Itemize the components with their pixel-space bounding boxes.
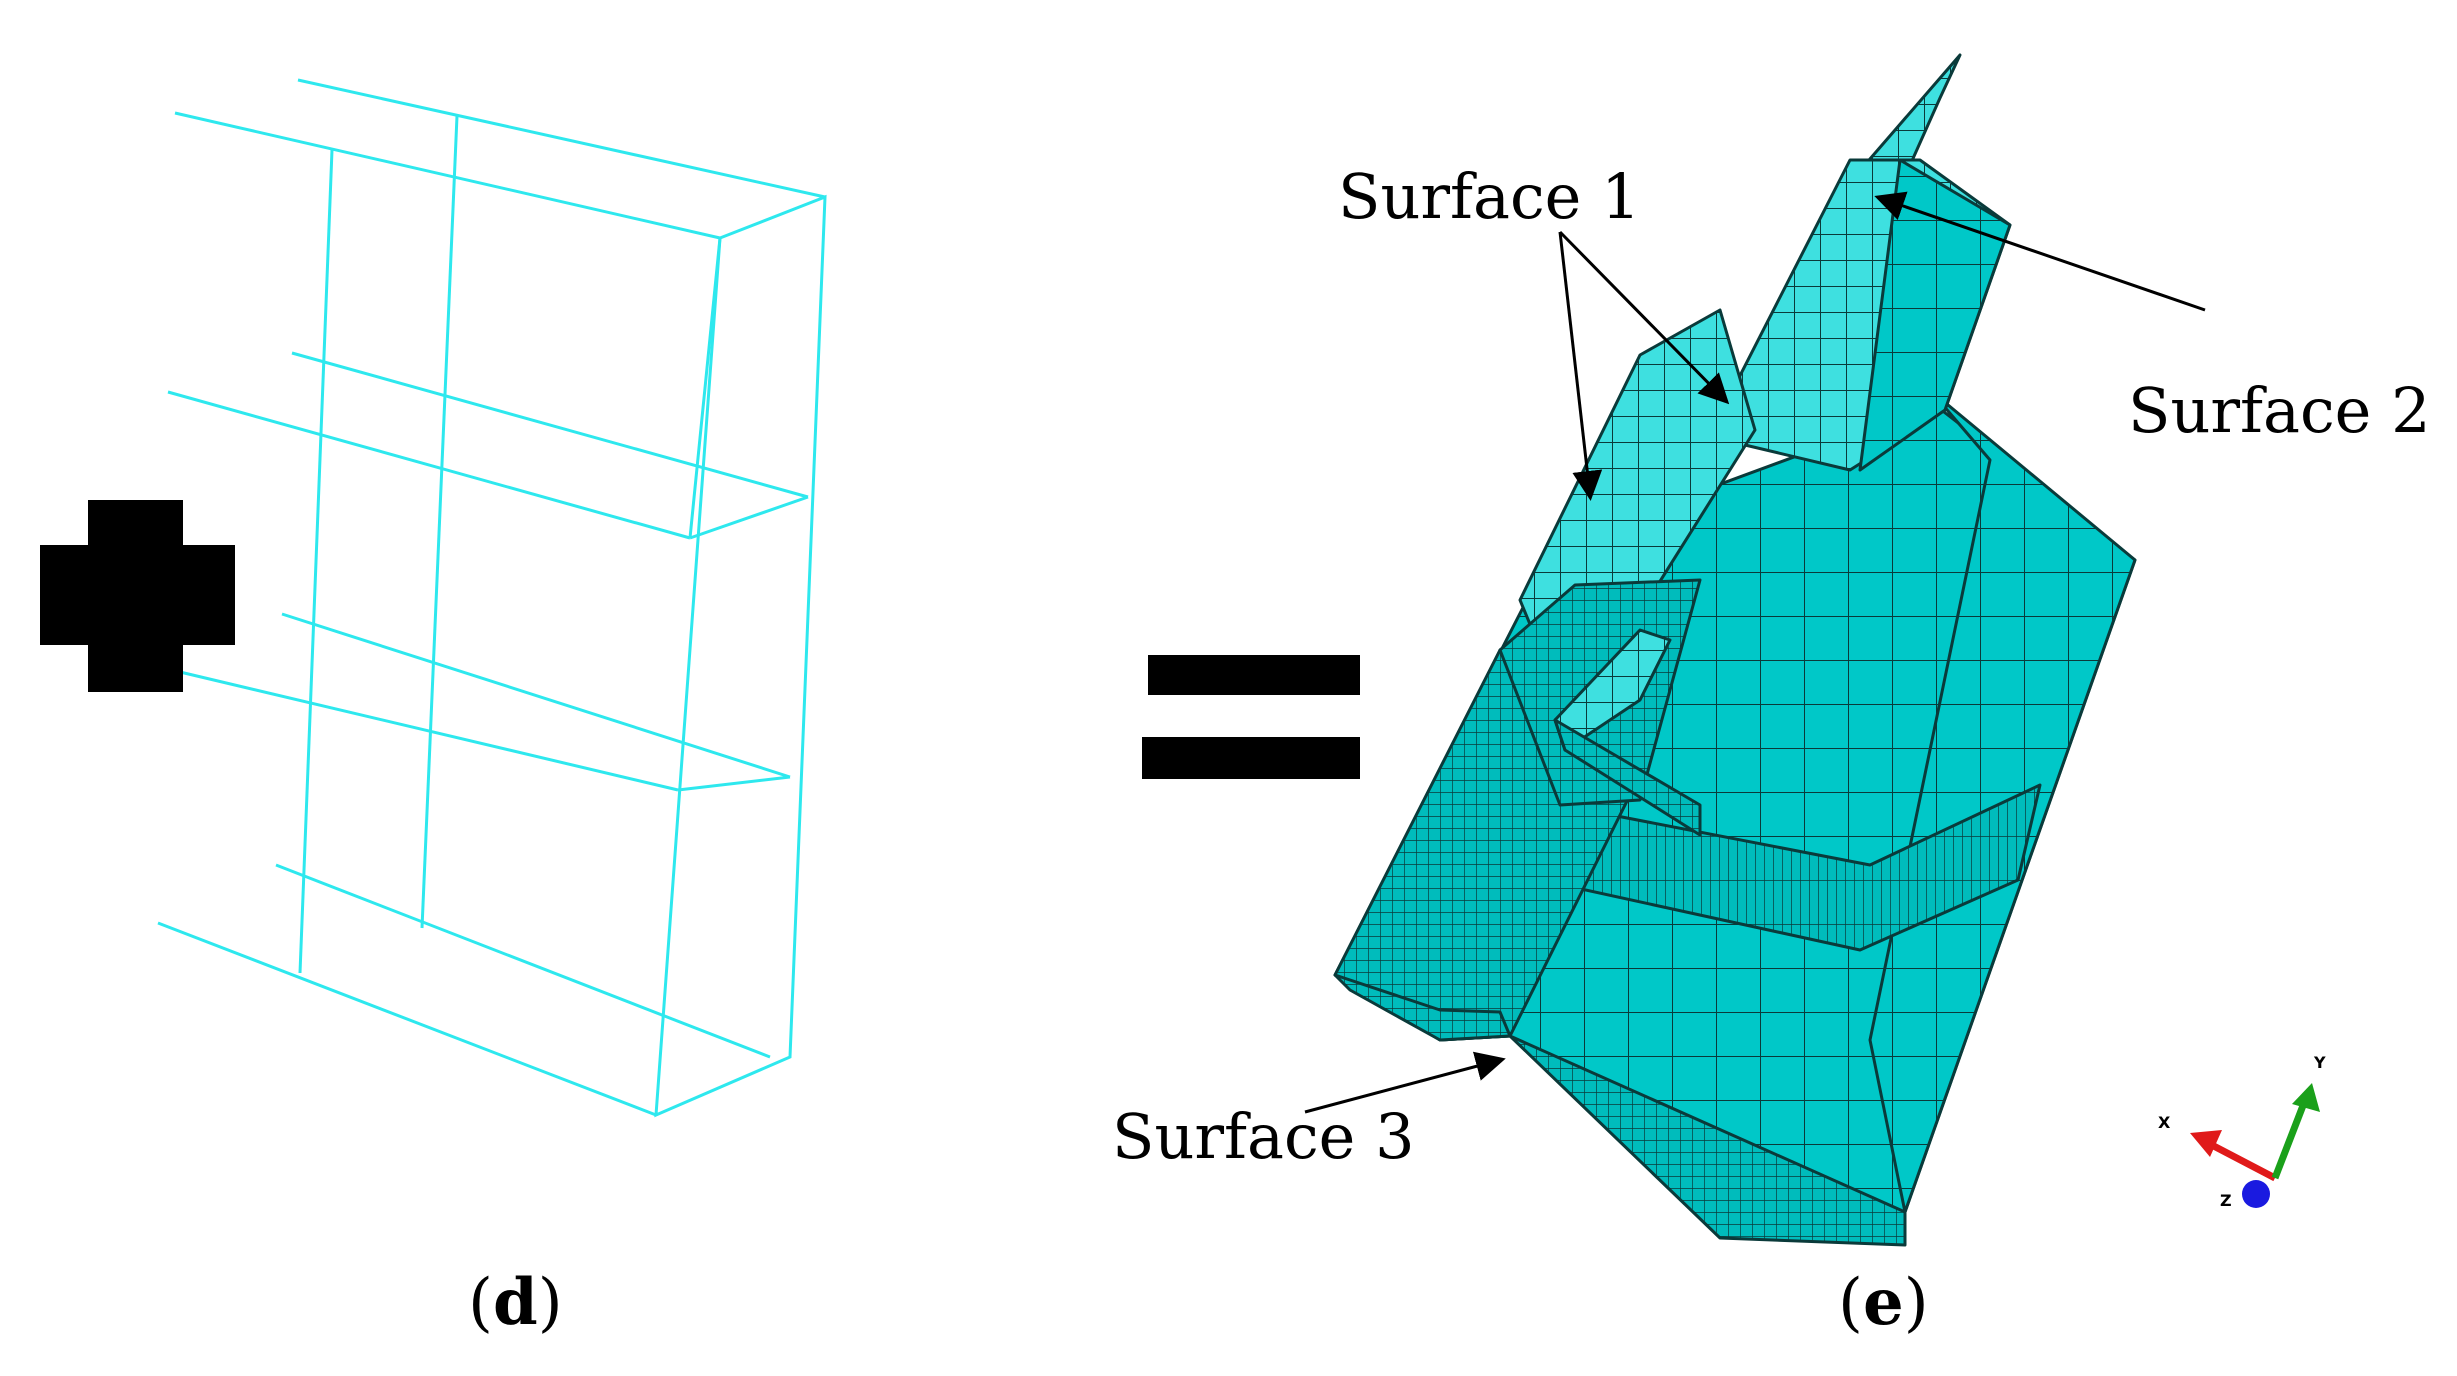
wireframe-model xyxy=(157,78,827,1118)
label-surface1: Surface 1 xyxy=(1338,160,1641,233)
callout-surface3: Surface 3 xyxy=(1112,1051,1506,1173)
label-surface3: Surface 3 xyxy=(1112,1100,1415,1173)
mesh-surface3-region xyxy=(1333,973,1512,1042)
axis-y-icon xyxy=(2271,1101,2308,1180)
mesh-small-block-side xyxy=(1553,718,1702,837)
plus-icon xyxy=(40,500,235,692)
axis-x-icon xyxy=(2206,1139,2277,1182)
axis-z-label: Z xyxy=(2220,1191,2232,1210)
callout-surface1: Surface 1 xyxy=(1338,160,1730,501)
mesh-upper-column-side xyxy=(1858,158,2012,472)
axis-triad: X Y Z xyxy=(2158,1053,2326,1210)
equals-icon xyxy=(1142,655,1360,779)
panel-label-d: (d) xyxy=(468,1265,563,1340)
axis-y-label: Y xyxy=(2313,1053,2326,1072)
callout-surface2: Surface 2 xyxy=(1874,191,2431,447)
axis-z-icon xyxy=(2242,1180,2270,1208)
label-surface2: Surface 2 xyxy=(2128,374,2431,447)
mesh-model xyxy=(1333,53,2137,1247)
panel-label-e: (e) xyxy=(1838,1265,1929,1340)
axis-x-label: X xyxy=(2158,1113,2171,1132)
